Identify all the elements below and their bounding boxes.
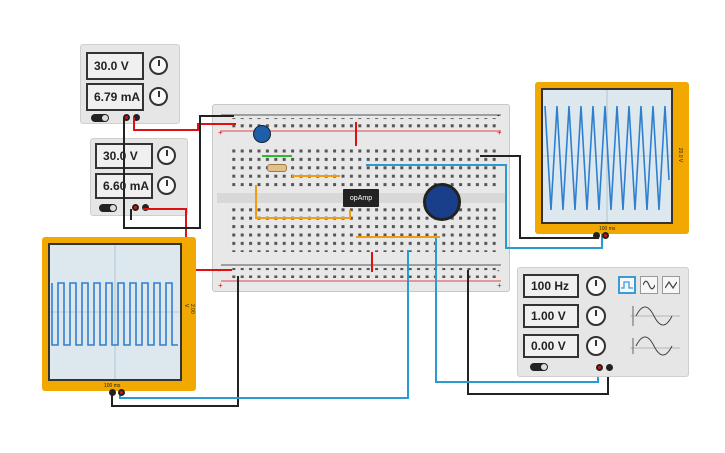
timebase-label: 100 ms: [599, 226, 616, 232]
power-supply-1: 30.0 V 6.79 mA: [80, 44, 180, 124]
opamp-chip[interactable]: opAmp: [343, 189, 379, 207]
output-negative-terminal[interactable]: [606, 364, 613, 371]
triangle-wave-button[interactable]: [662, 276, 680, 294]
oscilloscope-right: 100 ms 20.0 V: [535, 82, 689, 239]
power-switch[interactable]: [530, 363, 548, 371]
probe-negative-terminal[interactable]: [593, 232, 600, 239]
amplitude-diagram-icon: [630, 306, 680, 326]
voltage-display: 30.0 V: [86, 52, 144, 80]
oscilloscope-screen: [541, 88, 673, 224]
svg-text:+: +: [218, 128, 223, 137]
resistor[interactable]: [267, 164, 287, 172]
offset-diagram-icon: [630, 336, 680, 356]
frequency-knob[interactable]: [586, 276, 606, 296]
function-generator: 100 Hz 1.00 V 0.00 V: [517, 267, 689, 377]
probe-negative-terminal[interactable]: [109, 389, 116, 396]
svg-text:-: -: [218, 111, 221, 120]
square-wave-icon: [621, 281, 633, 289]
sine-wave-icon: [643, 280, 655, 290]
svg-text:-: -: [497, 111, 500, 120]
triangle-wave-trace: [543, 90, 671, 222]
voltage-knob[interactable]: [157, 146, 176, 165]
positive-terminal[interactable]: [123, 114, 130, 121]
frequency-display: 100 Hz: [523, 274, 579, 298]
power-supply-2: 30.0 V 6.60 mA: [90, 138, 188, 216]
amplitude-display: 1.00 V: [523, 304, 579, 328]
oscilloscope-screen: [48, 243, 182, 381]
power-switch[interactable]: [91, 114, 109, 122]
volts-per-div-label: 2.00 V: [183, 304, 195, 314]
probe-positive-terminal[interactable]: [118, 389, 125, 396]
svg-text:+: +: [218, 281, 223, 290]
volts-per-div-label: 20.0 V: [677, 147, 684, 163]
current-display: 6.79 mA: [86, 83, 144, 111]
svg-text:-: -: [218, 266, 221, 275]
negative-terminal[interactable]: [133, 114, 140, 121]
potentiometer[interactable]: [423, 183, 461, 221]
voltage-knob[interactable]: [149, 56, 168, 75]
triangle-wave-icon: [665, 280, 677, 290]
sine-wave-button[interactable]: [640, 276, 658, 294]
output-positive-terminal[interactable]: [596, 364, 603, 371]
svg-text:-: -: [497, 266, 500, 275]
voltage-display: 30.0 V: [95, 143, 153, 169]
current-knob[interactable]: [149, 87, 168, 106]
timebase-label: 100 ms: [104, 383, 121, 389]
negative-terminal[interactable]: [142, 204, 149, 211]
offset-knob[interactable]: [586, 336, 606, 356]
probe-positive-terminal[interactable]: [602, 232, 609, 239]
current-display: 6.60 mA: [95, 173, 153, 199]
amplitude-knob[interactable]: [586, 306, 606, 326]
positive-terminal[interactable]: [132, 204, 139, 211]
svg-text:+: +: [497, 281, 502, 290]
svg-text:+: +: [497, 128, 502, 137]
square-wave-button[interactable]: [618, 276, 636, 294]
breadboard: - + - + - + - + opAmp: [212, 104, 510, 292]
oscilloscope-left: 100 ms 2.00 V: [42, 237, 196, 396]
square-wave-trace: [50, 245, 180, 379]
power-switch[interactable]: [99, 204, 117, 212]
offset-display: 0.00 V: [523, 334, 579, 358]
capacitor[interactable]: [253, 125, 271, 143]
current-knob[interactable]: [157, 176, 176, 195]
